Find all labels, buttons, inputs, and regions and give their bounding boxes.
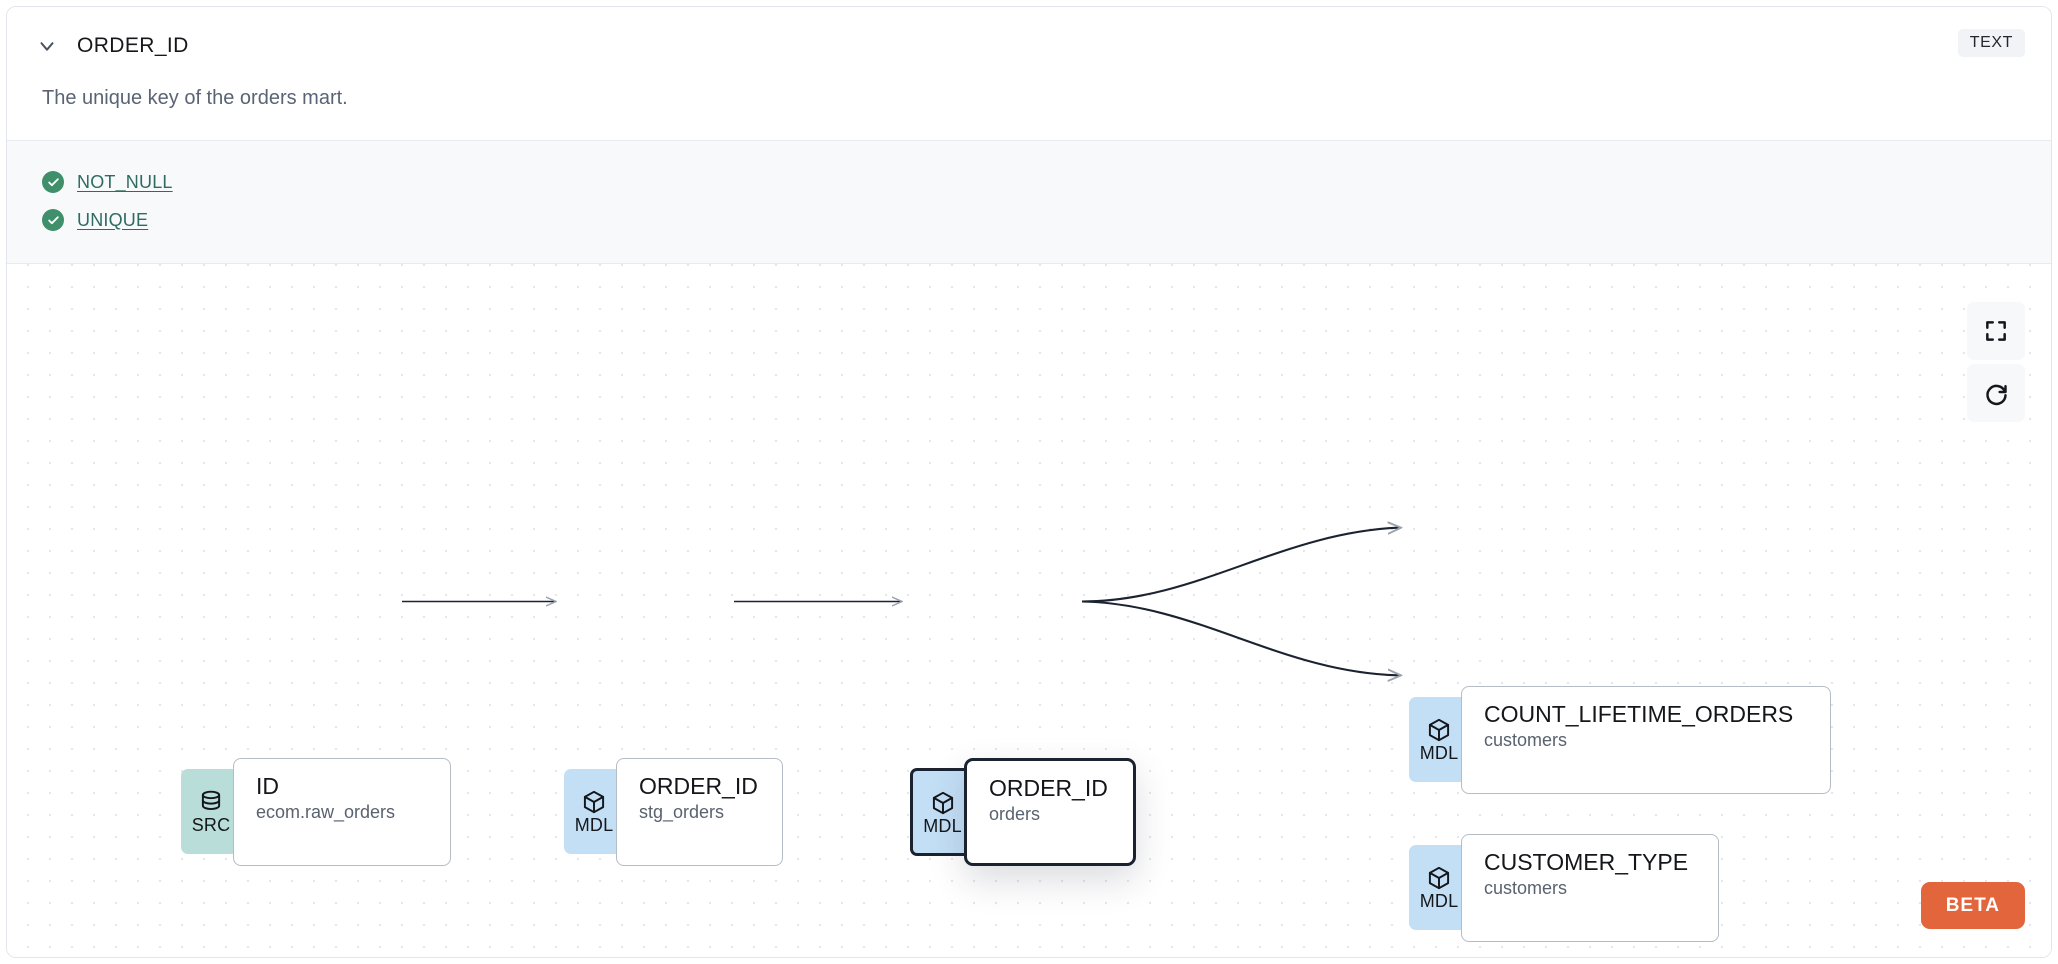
page-title: ORDER_ID (77, 34, 189, 57)
lineage-node-orders-selected[interactable]: MDL ORDER_ID orders (910, 758, 1136, 866)
fit-view-button[interactable] (1967, 302, 2025, 360)
refresh-button[interactable] (1967, 364, 2025, 422)
tests-section: NOT_NULL UNIQUE (7, 140, 2051, 264)
cube-icon (1428, 718, 1450, 742)
node-name: ORDER_ID (639, 773, 758, 799)
lineage-graph-canvas[interactable]: SRC ID ecom.raw_orders MDL ORDER_ID stg_… (7, 264, 2051, 957)
node-badge-mdl: MDL (1409, 845, 1469, 930)
edge-orders-to-ctype (1081, 600, 1401, 676)
node-name: ORDER_ID (989, 775, 1108, 801)
test-link-unique[interactable]: UNIQUE (77, 209, 149, 230)
node-body: CUSTOMER_TYPE customers (1461, 834, 1719, 942)
canvas-controls (1967, 302, 2025, 422)
node-body: ORDER_ID orders (964, 758, 1136, 866)
test-row[interactable]: UNIQUE (7, 201, 2051, 239)
node-name: COUNT_LIFETIME_ORDERS (1484, 701, 1794, 727)
panel-header: ORDER_ID TEXT The unique key of the orde… (7, 7, 2051, 140)
column-type-badge: TEXT (1957, 29, 2025, 57)
check-circle-icon (42, 209, 64, 231)
node-body: ID ecom.raw_orders (233, 758, 451, 866)
test-row[interactable]: NOT_NULL (7, 163, 2051, 201)
cube-icon (583, 790, 605, 814)
cube-icon (1428, 866, 1450, 890)
column-detail-panel: ORDER_ID TEXT The unique key of the orde… (6, 6, 2052, 958)
node-name: ID (256, 773, 279, 799)
node-body: ORDER_ID stg_orders (616, 758, 783, 866)
column-description: The unique key of the orders mart. (42, 87, 348, 109)
title-row: ORDER_ID (33, 29, 2025, 63)
node-badge-label: MDL (1419, 891, 1459, 911)
lineage-node-count-lifetime-orders[interactable]: MDL COUNT_LIFETIME_ORDERS customers (1409, 686, 1831, 794)
node-badge-mdl: MDL (1409, 697, 1469, 782)
cube-icon (932, 791, 953, 814)
fullscreen-icon (1986, 321, 2006, 341)
edge-orders-to-count (1081, 528, 1401, 603)
node-badge-src: SRC (181, 769, 241, 854)
beta-badge[interactable]: BETA (1920, 882, 2025, 929)
node-badge-label: MDL (574, 815, 614, 835)
node-parent: orders (989, 804, 1041, 825)
database-icon (201, 790, 221, 811)
lineage-node-stg[interactable]: MDL ORDER_ID stg_orders (564, 758, 783, 866)
node-parent: ecom.raw_orders (256, 802, 396, 823)
chevron-down-icon[interactable] (33, 32, 61, 60)
lineage-node-src[interactable]: SRC ID ecom.raw_orders (181, 758, 451, 866)
lineage-node-customer-type[interactable]: MDL CUSTOMER_TYPE customers (1409, 834, 1719, 942)
node-badge-mdl: MDL (910, 768, 972, 856)
refresh-icon (1985, 384, 2007, 405)
node-badge-label: MDL (923, 815, 962, 836)
test-link-not-null[interactable]: NOT_NULL (77, 171, 173, 192)
node-badge-mdl: MDL (564, 769, 624, 854)
node-body: COUNT_LIFETIME_ORDERS customers (1461, 686, 1831, 794)
check-circle-icon (42, 171, 64, 193)
node-name: CUSTOMER_TYPE (1484, 849, 1689, 875)
node-badge-label: MDL (1419, 743, 1459, 763)
node-parent: stg_orders (639, 802, 725, 823)
node-parent: customers (1484, 730, 1568, 751)
node-parent: customers (1484, 878, 1568, 899)
node-badge-label: SRC (191, 815, 231, 835)
